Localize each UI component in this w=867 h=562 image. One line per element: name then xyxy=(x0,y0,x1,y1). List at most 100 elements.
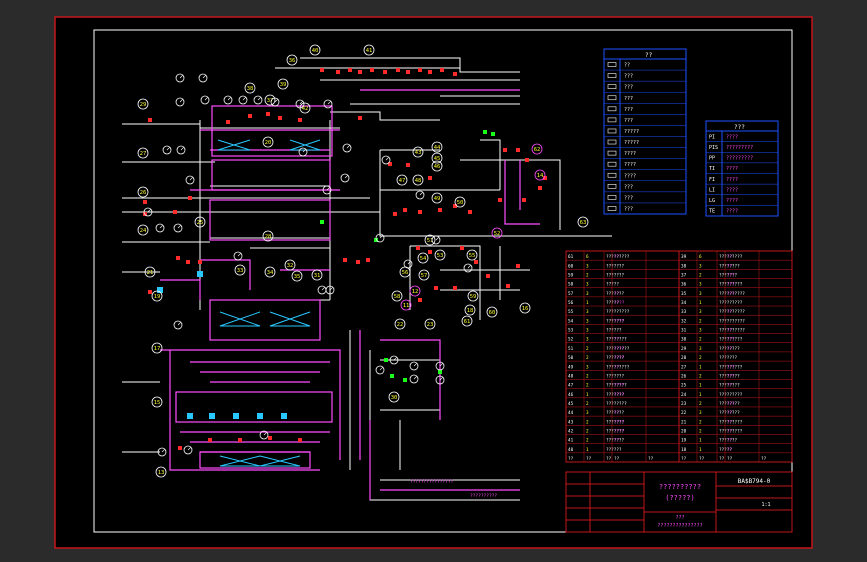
parts-cell: ?? xyxy=(727,447,733,453)
parts-cell: 3 xyxy=(586,263,589,269)
parts-cell: 52 xyxy=(568,337,574,343)
parts-cell: 2 xyxy=(699,373,702,379)
valve-icon xyxy=(418,298,422,302)
part-balloon: 18 xyxy=(464,304,476,316)
parts-cell: ????? xyxy=(606,300,619,306)
balloon-number: 32 xyxy=(287,263,294,269)
indicator-icon xyxy=(390,374,394,378)
valve-icon xyxy=(418,68,422,72)
parts-cell: ??? xyxy=(727,273,735,279)
parts-cell: 3 xyxy=(699,328,702,334)
part-balloon: 24 xyxy=(137,224,149,236)
parts-cell: ?? xyxy=(727,419,733,425)
balloon-number: 47 xyxy=(399,178,406,184)
pressure-gauge-icon xyxy=(176,145,186,155)
parts-cell: 32 xyxy=(681,318,687,324)
legend-symbol-icon xyxy=(607,150,617,156)
part-balloon: 61 xyxy=(461,315,473,327)
parts-cell: 27 xyxy=(681,364,687,370)
valve-icon xyxy=(428,176,432,180)
part-balloon: 16 xyxy=(519,302,531,314)
parts-cell: ????????? xyxy=(606,309,630,315)
abbrev-text: ???? xyxy=(726,166,738,172)
pressure-gauge-icon xyxy=(375,233,385,243)
part-balloon: 30 xyxy=(388,391,400,403)
abbrev-code: FI xyxy=(709,177,715,183)
pressure-gauge-icon xyxy=(200,95,210,105)
pressure-gauge-icon xyxy=(143,207,153,217)
parts-cell: 40 xyxy=(568,447,574,453)
abbrev-code: TI xyxy=(709,166,715,172)
parts-cell: 3 xyxy=(586,282,589,288)
indicator-icon xyxy=(438,370,442,374)
parts-cell: 59 xyxy=(568,273,574,279)
balloon-number: 35 xyxy=(294,274,301,280)
parts-cell: 3 xyxy=(586,410,589,416)
bottom-pipe-label-2: ?????????? xyxy=(470,493,497,499)
valve-icon xyxy=(298,118,302,122)
parts-cell: 3 xyxy=(586,318,589,324)
part-balloon: 50 xyxy=(454,196,466,208)
indicator-icon xyxy=(491,132,495,136)
parts-cell: 1 xyxy=(699,447,702,453)
valve-icon xyxy=(186,260,190,264)
valve-symbols xyxy=(143,68,547,450)
balloon-number: 17 xyxy=(154,346,161,352)
parts-cell: ??????? xyxy=(606,410,625,416)
parts-cell: 3 xyxy=(699,263,702,269)
valve-icon xyxy=(522,198,526,202)
pressure-gauge-icon xyxy=(415,190,425,200)
balloon-number: 40 xyxy=(312,48,319,54)
parts-footer-cell: ?? xyxy=(761,456,767,462)
part-balloon: 19 xyxy=(151,290,163,302)
pressure-gauge-icon xyxy=(342,143,352,153)
parts-cell: 57 xyxy=(568,291,574,297)
parts-cell: ????????? xyxy=(719,300,743,306)
parts-footer-cell: ?? xyxy=(606,456,612,462)
valve-icon xyxy=(428,70,432,74)
valve-icon xyxy=(460,246,464,250)
balloon-number: 38 xyxy=(247,86,254,92)
parts-cell: 46 xyxy=(568,392,574,398)
part-balloon: 11 xyxy=(400,299,412,311)
valve-icon xyxy=(143,212,147,216)
pressure-gauge-icon xyxy=(155,223,165,233)
legend-row-label: ????? xyxy=(624,129,639,135)
pressure-gauge-icon xyxy=(198,73,208,83)
parts-cell: ????????? xyxy=(719,392,743,398)
parts-cell: ???? xyxy=(614,300,625,306)
pressure-gauge-icon xyxy=(185,175,195,185)
indicator-icon xyxy=(403,378,407,382)
company-line-1: ??? xyxy=(675,515,684,521)
piping-schematic xyxy=(122,57,612,501)
pressure-gauge-icon xyxy=(259,430,269,440)
valve-icon xyxy=(336,70,340,74)
abbrev-code: TE xyxy=(709,209,715,215)
parts-cell: ?? xyxy=(614,291,620,297)
filter-icon xyxy=(157,287,163,293)
part-balloon: 35 xyxy=(291,270,303,282)
legend-symbol-icon xyxy=(607,62,617,67)
parts-cell: ??????? xyxy=(606,291,625,297)
valve-icon xyxy=(278,116,282,120)
part-balloon: 55 xyxy=(466,249,478,261)
legend-symbol-icon xyxy=(607,117,617,123)
parts-cell: 37 xyxy=(681,273,687,279)
parts-cell: 1 xyxy=(586,392,589,398)
exchanger-symbols xyxy=(217,139,321,467)
filter-icon xyxy=(187,413,193,419)
pressure-gauge-icon xyxy=(409,361,419,371)
abbrev-text: ????????? xyxy=(726,145,753,151)
balloon-number: 28 xyxy=(265,234,272,240)
part-balloon: 29 xyxy=(137,98,149,110)
parts-cell: 3 xyxy=(699,291,702,297)
parts-cell: ???????? xyxy=(719,346,740,352)
valve-icon xyxy=(248,114,252,118)
valve-icon xyxy=(525,158,529,162)
parts-cell: 3 xyxy=(699,309,702,315)
company-line-2: ??????????????? xyxy=(657,523,702,529)
balloon-number: 55 xyxy=(469,253,476,259)
valve-icon xyxy=(348,68,352,72)
legend-symbol-icon xyxy=(607,95,617,101)
parts-cell: 50 xyxy=(568,355,574,361)
